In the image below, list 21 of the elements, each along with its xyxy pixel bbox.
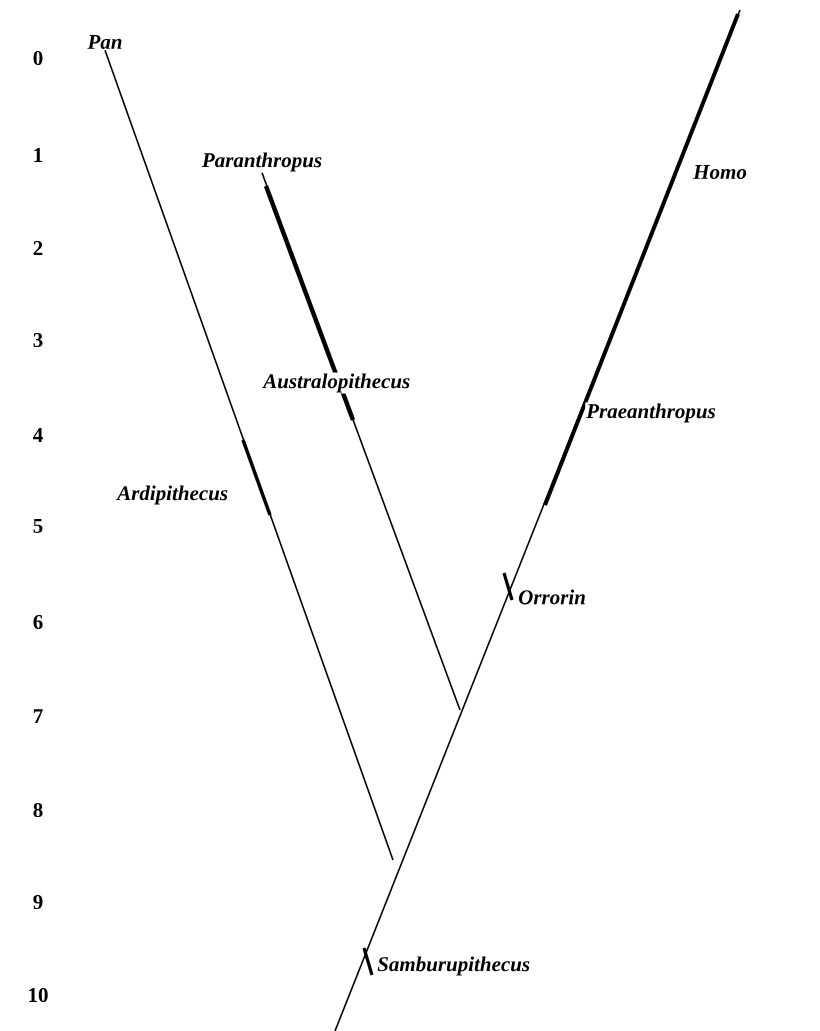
- axis-tick-label: 2: [33, 241, 43, 255]
- taxon-label: Samburupithecus: [376, 955, 532, 977]
- taxon-label: Paranthropus: [201, 152, 322, 172]
- axis-tick-label: 1: [34, 148, 43, 162]
- axis-tick-label: 4: [33, 428, 43, 442]
- axis-tick-label: 9: [33, 894, 43, 910]
- axis-tick-label: 7: [33, 709, 43, 723]
- axis-tick-label: 5: [33, 519, 43, 533]
- taxon-label: Ardipithecus: [116, 484, 230, 506]
- taxon-label: Orrorin: [517, 588, 587, 606]
- taxon-label: Homo: [692, 164, 748, 180]
- axis-tick-label: 10: [29, 987, 48, 1003]
- taxon-label: Pan: [87, 35, 122, 49]
- lineage-line: [104, 49, 394, 861]
- taxon-label: Praeanthropus: [585, 402, 717, 424]
- taxon-label: Australopithecus: [262, 372, 412, 394]
- axis-tick-label: 3: [33, 332, 43, 348]
- axis-tick-label: 0: [33, 50, 43, 66]
- lineage-line: [261, 171, 461, 711]
- axis-tick-label: 6: [33, 614, 43, 630]
- axis-tick-label: 8: [33, 802, 43, 818]
